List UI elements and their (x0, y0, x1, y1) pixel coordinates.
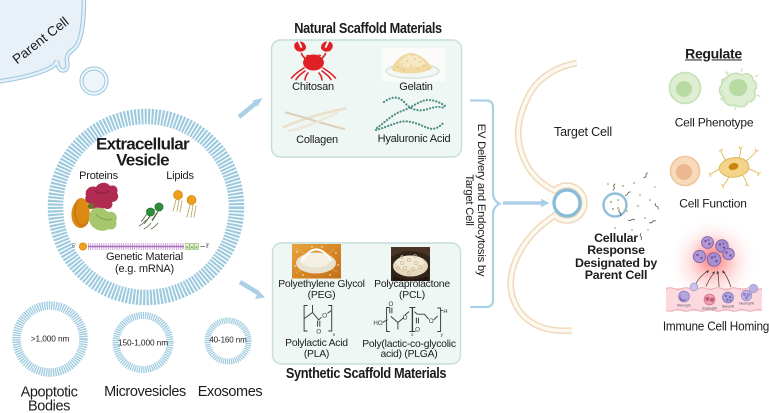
chitosan-label: Chitosan (292, 80, 334, 93)
hyaluronic-acid-label: Hyaluronic Acid (377, 133, 451, 146)
chitosan-icon (290, 40, 337, 81)
plga-hydrogen-label: H (443, 309, 447, 315)
immune-homing-graphic: Monocyte Eosinophil Basophil Neutrophil (665, 216, 763, 312)
genetic-material-label: Genetic Material (e.g. mRNA) (106, 251, 183, 275)
arrow-to-natural (237, 98, 263, 119)
synthetic-scaffold-title: Synthetic Scaffold Materials (285, 365, 447, 382)
cell-function-label: Cell Function (679, 196, 747, 211)
plga-label: Poly(lactic-co-glycolic acid) (PLGA) (362, 338, 456, 361)
monocyte-label: Monocyte (677, 303, 691, 307)
ev-in-pocket (552, 188, 582, 218)
target-cell-label: Target Cell (554, 125, 612, 140)
pcl-label: Polycaprolactone (PCL) (374, 279, 450, 301)
parent-cell-shape (0, 0, 87, 84)
poly-a-letter-3: A (195, 245, 198, 250)
extracellular-vesicle-shape (47, 108, 245, 306)
apoptotic-bodies-circle (12, 301, 88, 377)
neutrophil-label: Neutrophil (739, 301, 754, 305)
microvesicles-label: Microvesicles (104, 383, 186, 400)
hyaluronic-acid-icon (374, 96, 447, 132)
pla-carbonyl-oxygen-label: O (316, 329, 321, 336)
delivery-bracket (469, 99, 502, 309)
mrna-icon: A A A (79, 242, 205, 251)
plga-carbonyl-oxygen-bottom-label: O (415, 327, 420, 334)
target-cell-membrane (507, 59, 588, 335)
monocyte-cell (678, 290, 690, 303)
plga-hydroxyl-label: HO (373, 320, 382, 327)
eosinophil-cell (703, 293, 716, 306)
blood-vessel-band: Monocyte Eosinophil Basophil Neutrophil (665, 282, 763, 312)
basophil-label: Basophil (722, 304, 735, 308)
homed-immune-cells (692, 236, 735, 267)
ev-delivery-label: EV Delivery and Endocytosis by Target Ce… (462, 123, 487, 277)
proteins-label: Proteins (79, 170, 118, 183)
exosomes-circle (204, 317, 252, 365)
immune-cell-homing-label: Immune Cell Homing (662, 319, 769, 334)
gelatin-photo (382, 48, 445, 82)
plga-ester-oxygen-right-label: O (429, 318, 434, 325)
arrow-to-target-cell (503, 198, 550, 208)
plga-subscript-x: x (411, 333, 414, 338)
apoptotic-bodies-label: Apoptotic Bodies (20, 384, 78, 413)
neutrophil-cell (740, 289, 753, 302)
exosomes-size-label: 40-160 nm (209, 335, 247, 345)
poly-a-tail: A A A (184, 243, 199, 251)
arrow-to-synthetic (238, 280, 265, 299)
cell-phenotype-label: Cell Phenotype (674, 115, 754, 130)
eosinophil-label: Eosinophil (702, 306, 717, 310)
pcl-photo (391, 247, 430, 281)
pla-label: Polylactic Acid (PLA) (285, 338, 348, 360)
peg-photo (292, 244, 341, 279)
pla-ester-oxygen-label: O (322, 313, 327, 320)
cell-phenotype-icons (668, 67, 761, 111)
cellular-response-label: Cellular Response Designated by Parent C… (574, 230, 658, 283)
homing-arrows (694, 270, 732, 288)
released-cargo-specks (606, 172, 659, 241)
pla-subscript-n: n (333, 333, 336, 338)
poly-a-letter-2: A (191, 245, 194, 250)
plga-ester-oxygen-mid-label: O (403, 314, 408, 321)
collagen-icon (282, 107, 347, 133)
cell-function-icons (669, 146, 761, 189)
budding-vesicle (79, 66, 109, 96)
lipids-label: Lipids (166, 170, 194, 183)
peg-label: Polyethylene Glycol (PEG) (278, 279, 365, 301)
pla-structure: O O n (303, 305, 336, 338)
plga-structure: HO O O O O H x y (373, 301, 447, 338)
apoptotic-size-label: >1,000 nm (30, 333, 70, 344)
microvesicles-size-label: 150-1,000 nm (118, 337, 168, 348)
basophil-cell (722, 291, 734, 304)
poly-a-letter-1: A (186, 245, 189, 250)
collagen-label: Collagen (296, 133, 338, 146)
microvesicles-circle (112, 312, 174, 373)
natural-scaffold-title: Natural Scaffold Materials (294, 20, 442, 37)
exosomes-label: Exosomes (197, 383, 263, 400)
regulate-title: Regulate (685, 44, 742, 61)
proteins-icon (71, 182, 119, 231)
released-ev (602, 192, 628, 218)
three-prime-label: 3' (205, 243, 210, 250)
gelatin-label: Gelatin (399, 80, 433, 93)
lipids-icon (138, 190, 197, 230)
five-prime-label: 5' (72, 242, 76, 249)
plga-subscript-y: y (441, 333, 444, 338)
extracellular-vesicle-title: Extracellular Vesicle (96, 134, 190, 170)
plga-carbonyl-oxygen-top-label: O (388, 301, 393, 308)
